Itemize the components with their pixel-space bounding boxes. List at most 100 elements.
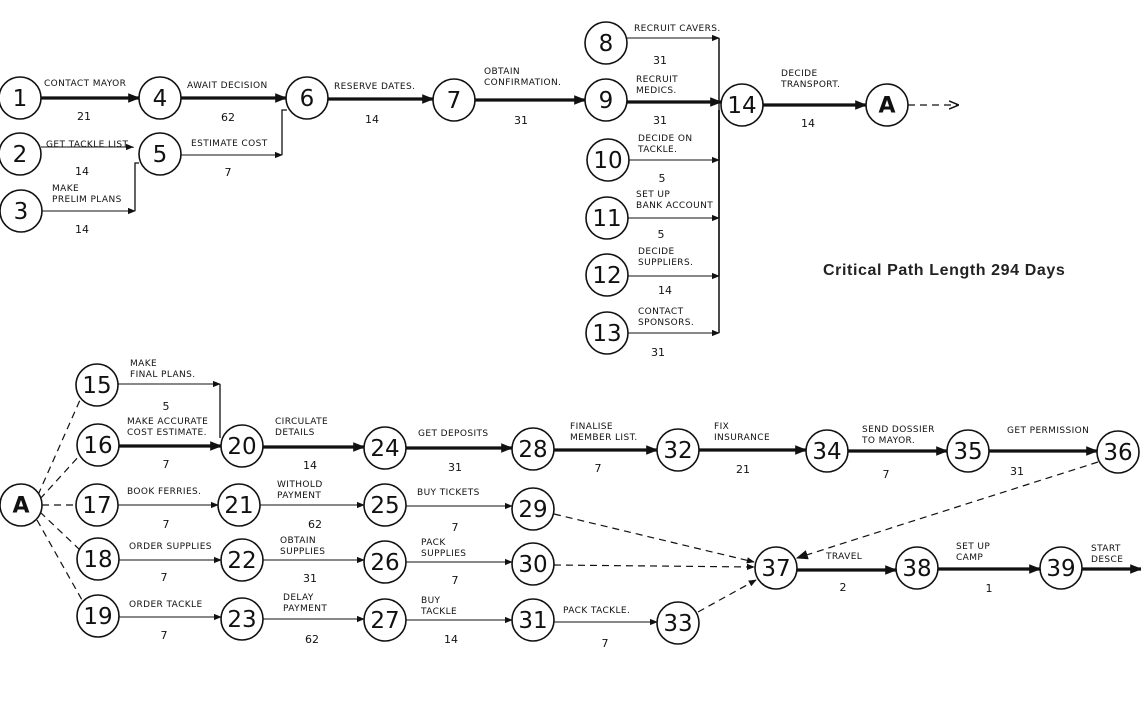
activity-obtain-supplies-duration: 31: [303, 572, 317, 585]
event-node-number: 36: [1103, 440, 1132, 466]
event-node-number: 35: [953, 439, 982, 465]
event-node-number: 31: [518, 608, 547, 634]
activity-contact-mayor-label: CONTACT MAYOR: [44, 79, 126, 89]
activity-recruit-medics-duration: 31: [653, 114, 667, 127]
activity-reserve-dates-duration: 14: [365, 113, 379, 126]
activity-decide-transport-duration: 14: [801, 117, 815, 130]
event-node-27: 27: [363, 598, 407, 642]
event-node-number: 3: [14, 199, 29, 225]
activity-book-ferries-label: BOOK FERRIES.: [127, 487, 201, 497]
activity-get-tackle-list-label: GET TACKLE LIST: [46, 140, 129, 150]
event-node-number: 17: [82, 493, 111, 519]
event-node-number: 25: [370, 493, 399, 519]
event-node-15: 15: [75, 363, 119, 407]
activity-await-decision-label: AWAIT DECISION: [187, 81, 268, 91]
event-node-number: 7: [447, 88, 462, 114]
activity-set-up-bank-account-duration: 5: [658, 228, 665, 241]
merge-lines: [132, 38, 720, 438]
activity-pack-tackle-duration: 7: [602, 637, 609, 650]
event-node-number: 29: [518, 497, 547, 523]
event-node-32: 32: [656, 428, 700, 472]
event-node-5: 5: [138, 132, 182, 176]
event-node-13: 13: [585, 311, 629, 355]
event-node-a-bottom: A: [0, 483, 43, 527]
event-node-34: 34: [805, 429, 849, 473]
event-node-number: 37: [761, 556, 790, 582]
event-node-1: 1: [0, 76, 42, 120]
event-node-number: A: [878, 94, 895, 119]
activity-get-deposits-duration: 31: [448, 461, 462, 474]
event-node-8: 8: [584, 21, 628, 65]
event-node-29: 29: [511, 487, 555, 531]
activity-order-supplies-duration: 7: [161, 571, 168, 584]
event-node-18: 18: [76, 537, 120, 581]
activity-travel-duration: 2: [840, 581, 847, 594]
activity-decide-suppliers-duration: 14: [658, 284, 672, 297]
event-node-7: 7: [432, 78, 476, 122]
activity-delay-payment-duration: 62: [305, 633, 319, 646]
event-node-24: 24: [363, 426, 407, 470]
event-node-17: 17: [75, 483, 119, 527]
event-node-19: 19: [76, 594, 120, 638]
event-node-number: 14: [727, 93, 756, 119]
activity-buy-tickets-label: BUY TICKETS: [417, 488, 480, 498]
event-node-number: 9: [599, 88, 614, 114]
activity-reserve-dates-label: RESERVE DATES.: [334, 82, 415, 92]
event-node-number: 39: [1046, 556, 1075, 582]
event-node-37: 37: [754, 546, 798, 590]
event-node-number: 6: [300, 86, 315, 112]
event-node-number: 11: [592, 206, 621, 232]
activity-book-ferries-duration: 7: [163, 518, 170, 531]
event-node-26: 26: [363, 540, 407, 584]
event-node-number: 4: [153, 86, 168, 112]
event-node-9: 9: [584, 78, 628, 122]
activity-contact-sponsors-duration: 31: [651, 346, 665, 359]
dummy-a-to-15: [37, 399, 81, 496]
event-node-number: 28: [518, 437, 547, 463]
activity-order-tackle-duration: 7: [161, 629, 168, 642]
critical-path-length-label: Critical Path Length 294 Days: [823, 262, 1066, 279]
activity-estimate-cost-label: ESTIMATE COST: [191, 139, 268, 149]
activity-arrows: [36, 34, 1141, 626]
activity-await-decision-duration: 62: [221, 111, 235, 124]
activity-buy-tackle-duration: 14: [444, 633, 458, 646]
event-node-4: 4: [138, 76, 182, 120]
dummy-a-to-16: [39, 454, 81, 500]
event-node-number: 20: [227, 434, 256, 460]
activity-buy-tickets-duration: 7: [452, 521, 459, 534]
event-node-number: 22: [227, 548, 256, 574]
dummy-a-to-18: [39, 511, 81, 551]
event-node-22: 22: [220, 538, 264, 582]
dummy-29-to-37: [553, 513, 755, 564]
event-node-16: 16: [76, 423, 120, 467]
activity-estimate-cost-duration: 7: [225, 166, 232, 179]
event-node-number: 23: [227, 607, 256, 633]
event-node-28: 28: [511, 427, 555, 471]
event-node-number: 34: [812, 439, 841, 465]
event-node-number: 24: [370, 436, 399, 462]
event-node-35: 35: [946, 429, 990, 473]
activity-travel-label: TRAVEL: [825, 552, 862, 562]
event-node-30: 30: [511, 542, 555, 586]
activity-circulate-details-duration: 14: [303, 459, 317, 472]
activity-estimate-cost-connector: [281, 109, 287, 155]
event-node-33: 33: [656, 601, 700, 645]
activity-recruit-cavers-label: RECRUIT CAVERS.: [634, 24, 721, 34]
event-node-number: 8: [599, 31, 614, 57]
event-node-number: 2: [13, 142, 28, 168]
